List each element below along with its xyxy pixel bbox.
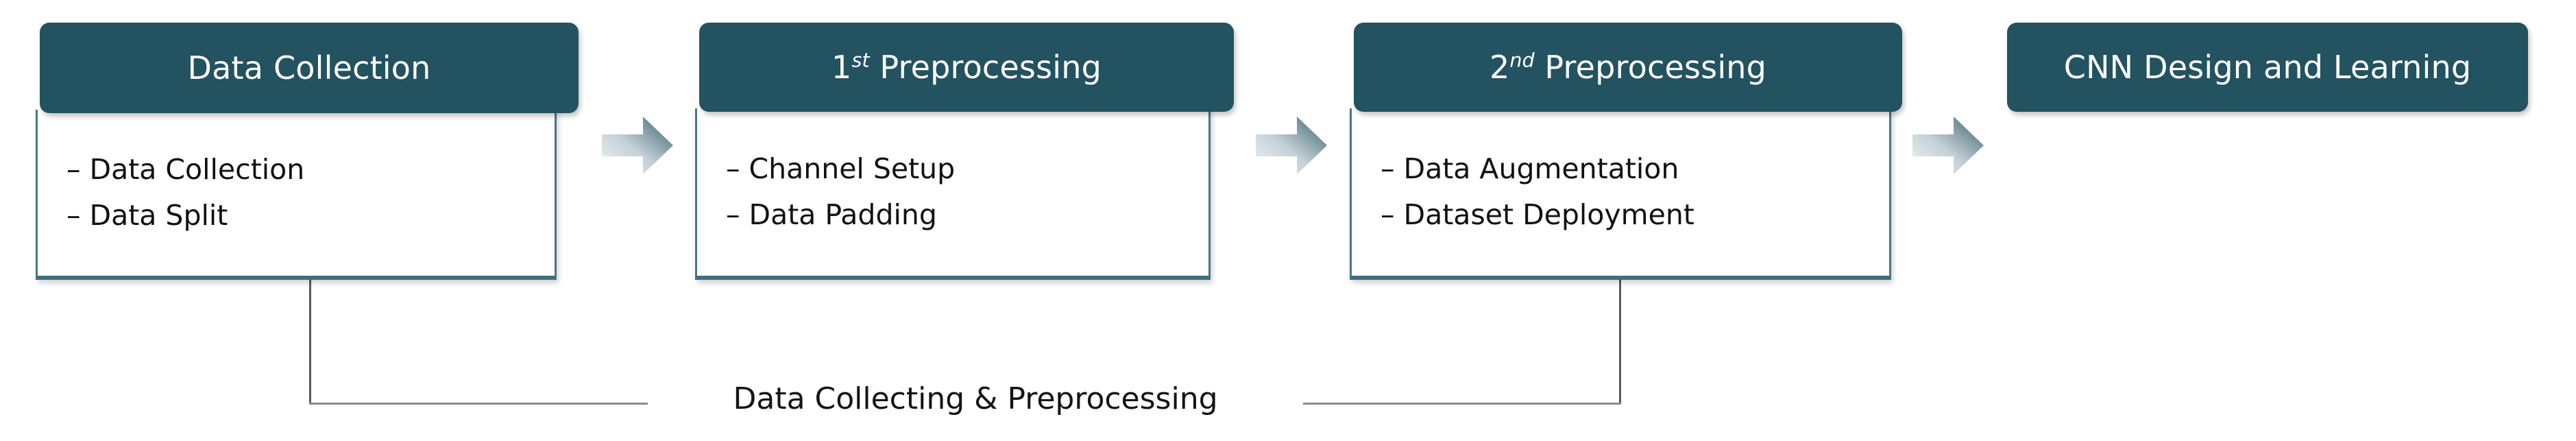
- stage-header-title: Preprocessing: [1544, 49, 1767, 86]
- list-item: – Data Padding: [726, 201, 1208, 229]
- right-block-arrow-icon: [600, 114, 675, 177]
- stage-header-label: 1st Preprocessing: [831, 49, 1102, 86]
- stage-header-first-preprocessing[interactable]: 1st Preprocessing: [699, 23, 1234, 112]
- stage-body-data-collection: – Data Collection – Data Split: [36, 110, 557, 280]
- list-item: – Channel Setup: [726, 155, 1208, 183]
- right-block-arrow-icon: [1911, 114, 1985, 177]
- list-item-label: Data Collection: [89, 153, 305, 186]
- bullet-dash-icon: –: [1381, 198, 1395, 231]
- stage-header-label: 2nd Preprocessing: [1490, 49, 1766, 86]
- bullet-dash-icon: –: [66, 199, 81, 232]
- list-item-label: Channel Setup: [749, 152, 956, 185]
- bullet-dash-icon: –: [1381, 152, 1395, 185]
- bracket-left-stem: [309, 280, 311, 405]
- bullet-dash-icon: –: [726, 198, 740, 231]
- bracket-right-stem: [1619, 280, 1621, 405]
- stage-header-label: CNN Design and Learning: [2063, 49, 2472, 86]
- stage-header-second-preprocessing[interactable]: 2nd Preprocessing: [1354, 23, 1902, 112]
- bracket-caption: Data Collecting & Preprocessing: [648, 381, 1303, 416]
- list-item: – Dataset Deployment: [1381, 201, 1889, 229]
- list-item-label: Dataset Deployment: [1403, 198, 1694, 231]
- stage-header-ordinal-suffix: nd: [1509, 49, 1535, 72]
- list-item-label: Data Padding: [749, 198, 937, 231]
- list-item: – Data Augmentation: [1381, 155, 1889, 183]
- right-block-arrow-icon: [1254, 114, 1328, 177]
- stage-header-ordinal-number: 1: [831, 49, 852, 86]
- list-item-label: Data Augmentation: [1403, 152, 1679, 185]
- list-item: – Data Collection: [66, 156, 555, 184]
- bullet-dash-icon: –: [726, 152, 740, 185]
- stage-header-label: Data Collection: [187, 49, 431, 86]
- stage-header-ordinal-number: 2: [1489, 49, 1510, 86]
- stage-header-data-collection[interactable]: Data Collection: [40, 23, 579, 113]
- stage-header-ordinal-suffix: st: [851, 49, 870, 72]
- stage-header-cnn-design-and-learning[interactable]: CNN Design and Learning: [2007, 23, 2528, 112]
- list-item-label: Data Split: [89, 199, 228, 232]
- bullet-dash-icon: –: [66, 153, 81, 186]
- stage-header-title: Preprocessing: [879, 49, 1102, 86]
- list-item: – Data Split: [66, 202, 555, 230]
- stage-body-second-preprocessing: – Data Augmentation – Dataset Deployment: [1350, 108, 1891, 280]
- stage-body-first-preprocessing: – Channel Setup – Data Padding: [695, 108, 1211, 280]
